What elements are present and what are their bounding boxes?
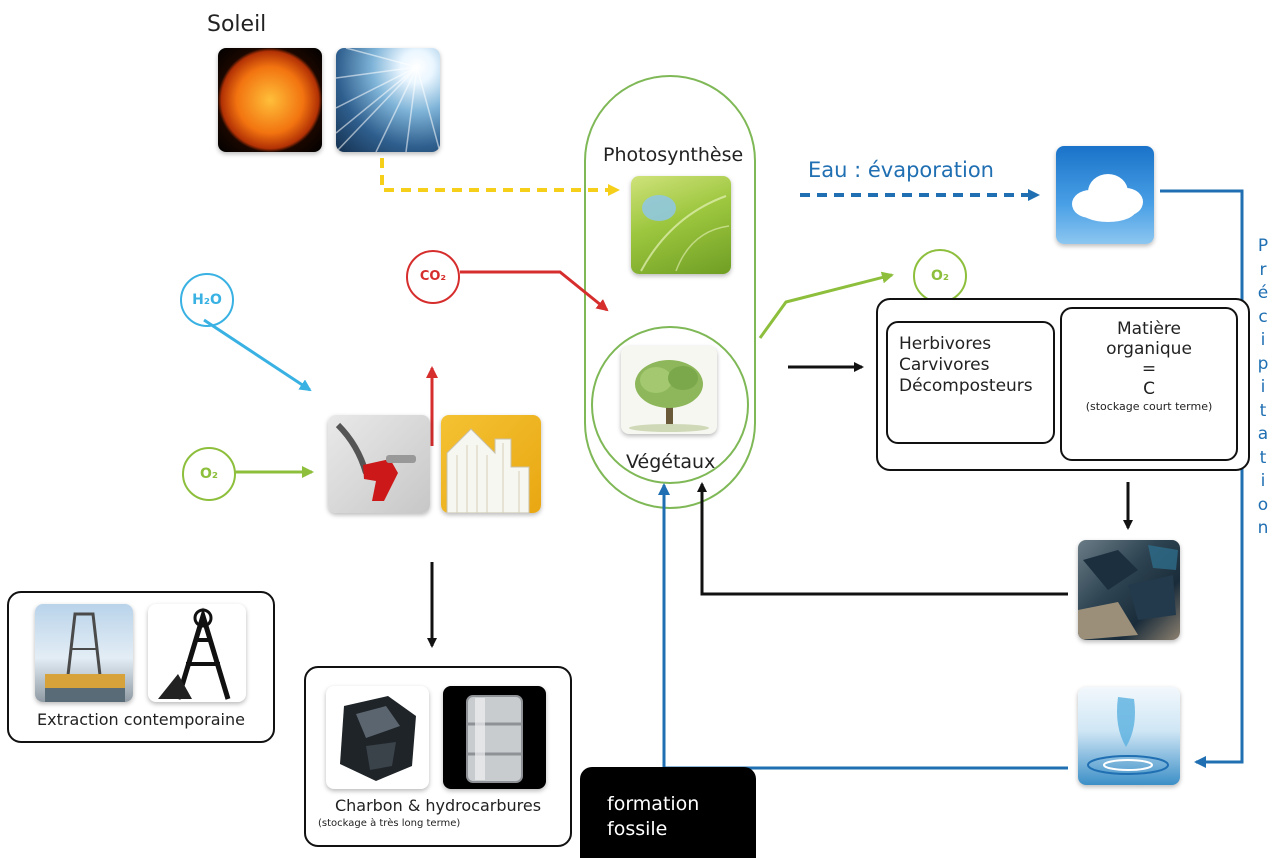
- tree-photo: [621, 346, 717, 434]
- water-to-plants-line: [658, 483, 1068, 770]
- precipitation-letter: c: [1258, 306, 1268, 327]
- photosynthesis-label: Photosynthèse: [603, 144, 744, 166]
- sunlight-photo: [336, 48, 440, 152]
- sediment-icon: [1078, 545, 1178, 640]
- organic-matter-line1: Matière: [1116, 319, 1181, 339]
- o2-bubble-left: O₂: [182, 447, 236, 501]
- coal-icon: [340, 696, 416, 781]
- mine-tower-photo: [148, 604, 246, 702]
- organic-matter-carbon: C: [1143, 379, 1155, 399]
- leaf-icon: [640, 195, 730, 272]
- precipitation-letter: n: [1257, 518, 1269, 538]
- sun-to-photosynthesis-arrow: [380, 158, 620, 196]
- fossil-storage-box: Charbon & hydrocarbures (stockage à très…: [304, 666, 572, 847]
- fossil-formation-badge: formation fossile: [580, 767, 756, 858]
- precipitation-letter: t: [1259, 447, 1267, 468]
- h2o-bubble: H₂O: [180, 273, 234, 327]
- precipitation-label: P r é c i p i t a t i o n: [1252, 236, 1274, 542]
- sediment-to-plants-line: [697, 482, 1068, 596]
- h2o-to-combustion-arrow: [203, 318, 312, 392]
- oil-rig-icon: [45, 612, 125, 702]
- house-icon: [446, 428, 530, 513]
- house-photo: [441, 415, 541, 513]
- precipitation-letter: t: [1259, 400, 1267, 421]
- plants-to-o2-arrow: [758, 271, 894, 339]
- cloud-photo: [1056, 146, 1154, 244]
- precipitation-letter: r: [1259, 259, 1267, 280]
- organic-matter-equals: =: [1141, 359, 1157, 379]
- sun-label: Soleil: [207, 12, 267, 37]
- sediment-photo: [1078, 540, 1180, 640]
- fossil-storage-note: (stockage à très long terme): [318, 818, 461, 829]
- organic-matter-note: (stockage court terme): [1085, 400, 1213, 413]
- fossil-storage-label: Charbon & hydrocarbures: [334, 796, 542, 815]
- precipitation-letter: o: [1257, 494, 1269, 515]
- fossil-formation-line1: formation: [607, 793, 700, 815]
- o2-bubble-right: O₂: [913, 249, 967, 303]
- tree-icon: [629, 360, 709, 432]
- precipitation-letter: i: [1260, 330, 1266, 350]
- consumer-herbivores: Herbivores: [899, 334, 992, 354]
- organic-matter-box: Matière organique = C (stockage court te…: [1060, 307, 1238, 461]
- precipitation-letter: i: [1260, 471, 1266, 491]
- sun-photo: [218, 48, 322, 152]
- consumers-box: Herbivores Carvivores Décomposteurs: [886, 321, 1055, 444]
- consumer-carnivores: Carvivores: [899, 355, 990, 375]
- organic-matter-line2: organique: [1106, 339, 1192, 359]
- precipitation-line: [1160, 189, 1244, 768]
- fossil-formation-line2: fossile: [607, 818, 668, 840]
- precipitation-letter: a: [1257, 424, 1269, 444]
- photosynthesis-capsule: [584, 75, 756, 509]
- extraction-label: Extraction contemporaine: [37, 710, 245, 729]
- plants-circle: [591, 326, 749, 484]
- precipitation-letter: é: [1257, 283, 1269, 303]
- oil-rig-photo: [35, 604, 133, 702]
- precipitation-letter: p: [1257, 353, 1269, 374]
- mine-tower-icon: [158, 607, 231, 700]
- precipitation-letter: i: [1260, 377, 1266, 397]
- precipitation-letter: P: [1257, 236, 1269, 256]
- fuel-pump-photo: [328, 415, 430, 513]
- cloud-icon: [1072, 174, 1143, 222]
- oil-barrel-icon: [466, 695, 523, 783]
- co2-to-plants-arrow: [460, 270, 609, 312]
- leaf-photo: [631, 176, 731, 274]
- extraction-box: Extraction contemporaine: [7, 591, 275, 743]
- plants-label: Végétaux: [626, 451, 716, 473]
- coal-photo: [326, 686, 429, 789]
- evaporation-label: Eau : évaporation: [808, 158, 994, 182]
- oil-barrel-photo: [443, 686, 546, 789]
- consumer-decomposers: Décomposteurs: [899, 376, 1033, 396]
- water-splash-photo: [1078, 687, 1180, 785]
- fuel-nozzle-icon: [335, 422, 416, 501]
- sun-rays-icon: [336, 48, 440, 152]
- water-splash-icon: [1087, 697, 1169, 775]
- co2-bubble: CO₂: [406, 250, 460, 304]
